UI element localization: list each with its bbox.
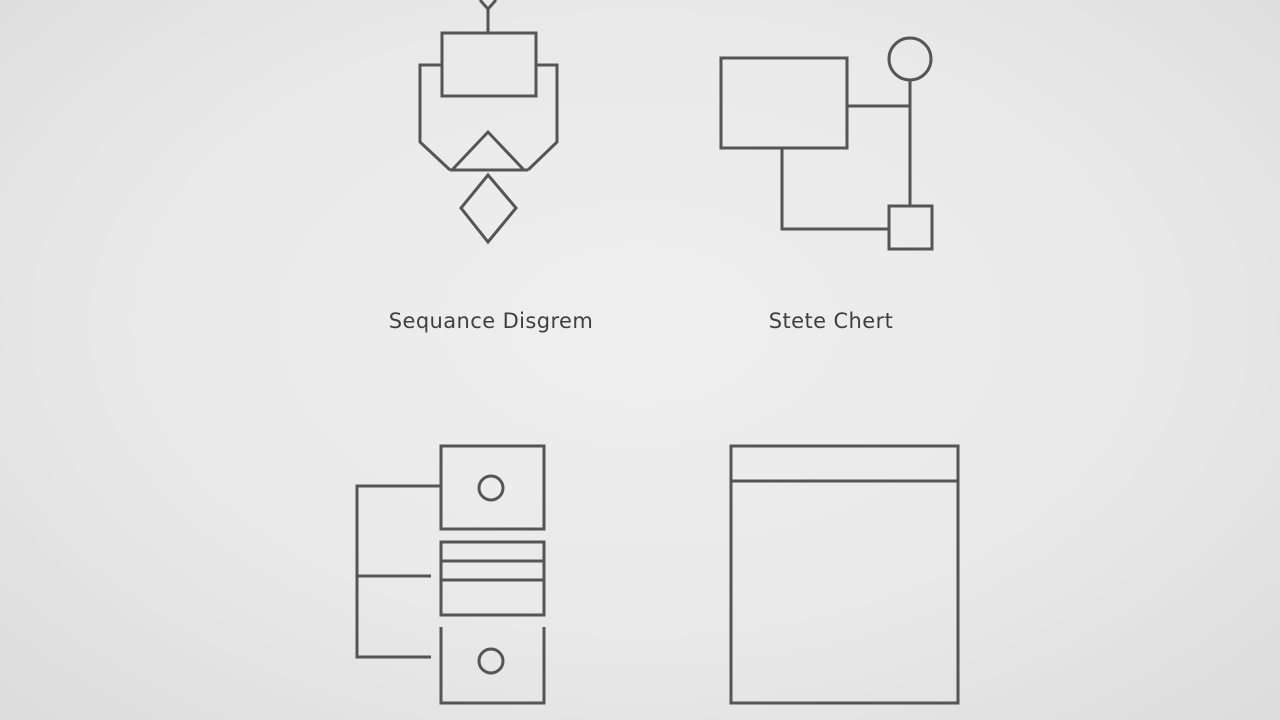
component-top-port [477,474,505,502]
sequence-diagram-icon [418,0,559,245]
state-chart-icon [719,36,934,251]
component-top [439,444,546,531]
connector-arrowhead [478,0,498,12]
sequence-diagram-label: Sequance Disgrem [388,309,594,333]
merge-triangle [450,129,526,172]
outer-bracket [355,484,441,659]
state-box [719,56,849,150]
lower-connector [780,148,889,231]
component-bottom-port [477,647,505,675]
frame-outline [729,444,960,705]
window-frame-icon [729,444,960,705]
component-diagram-icon [355,444,546,705]
state-chart-label: Stete Chert [768,309,894,333]
component-bottom [439,627,546,705]
left-bracket [418,63,452,172]
end-state-square [887,204,934,251]
process-box [440,31,538,98]
start-state-circle [887,36,933,82]
right-bracket [526,63,559,172]
decision-diamond [459,172,518,245]
